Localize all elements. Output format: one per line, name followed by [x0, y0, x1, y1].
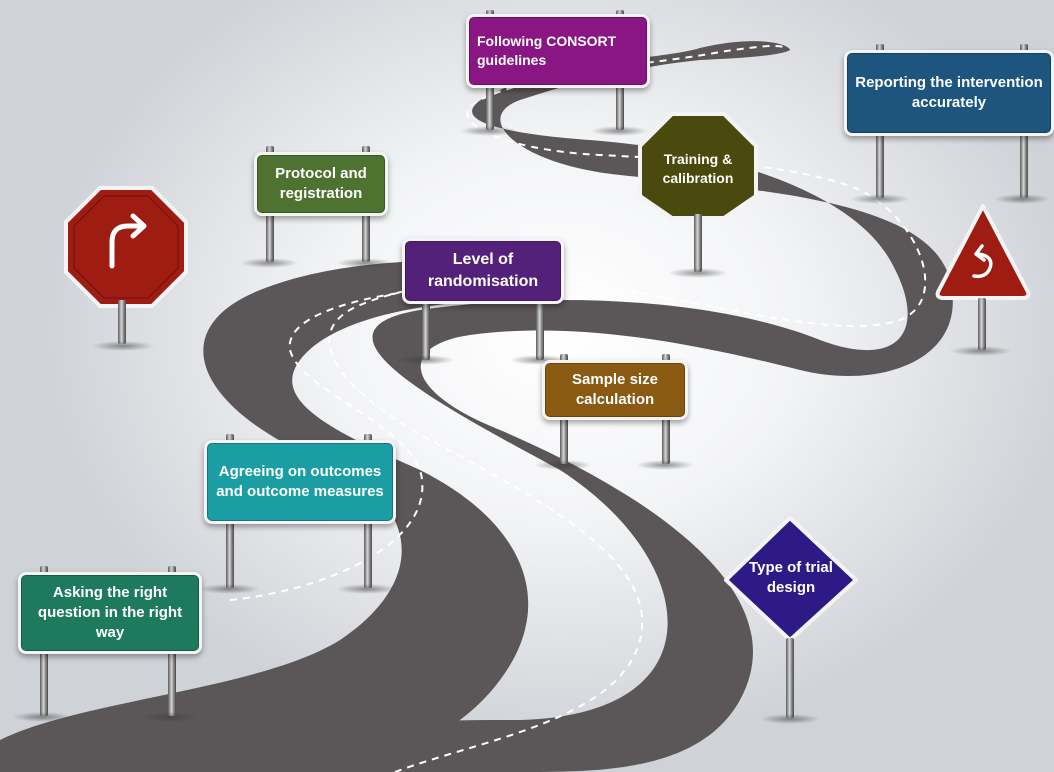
sign-consort-label: Following CONSORT guidelines: [477, 33, 617, 68]
post-shadow: [760, 714, 820, 724]
sign-sample: Sample size calculation: [542, 360, 688, 420]
sign-asking-label: Asking the right question in the right w…: [37, 583, 183, 642]
u-turn-arrow-icon: [972, 244, 993, 279]
post-shadow: [950, 346, 1012, 356]
warning-triangle: [935, 204, 1031, 300]
training-octagon: [638, 112, 758, 220]
sign-post: [694, 214, 702, 272]
post-shadow: [92, 341, 154, 351]
post-shadow: [460, 126, 518, 136]
road-center-line: [328, 44, 927, 772]
post-shadow: [636, 460, 694, 470]
stop-octagon: [64, 186, 188, 308]
post-shadow: [198, 584, 260, 594]
post-shadow: [850, 194, 910, 204]
road-edge-line: [229, 289, 424, 601]
post-shadow: [668, 268, 728, 278]
post-shadow: [510, 355, 568, 365]
sign-consort: Following CONSORT guidelines: [466, 14, 650, 88]
post-shadow: [12, 712, 72, 722]
post-shadow: [396, 355, 454, 365]
sign-trial: Type of trial design: [736, 548, 846, 608]
sign-trial-label: Type of trial design: [749, 558, 833, 596]
winding-road: [60, 41, 953, 772]
sign-asking: Asking the right question in the right w…: [18, 572, 202, 654]
sign-training: Training & calibration: [648, 138, 748, 200]
sign-post: [786, 638, 794, 718]
post-shadow: [590, 126, 648, 136]
sign-training-label: Training & calibration: [662, 151, 734, 186]
sign-level: Level of randomisation: [402, 238, 564, 304]
sign-post: [118, 300, 126, 344]
sign-protocol: Protocol and registration: [254, 152, 388, 216]
sign-reporting: Reporting the intervention accurately: [844, 50, 1054, 136]
post-shadow: [336, 258, 394, 268]
post-shadow: [534, 460, 592, 470]
sign-agreeing: Agreeing on outcomes and outcome measure…: [204, 440, 396, 524]
sign-post: [536, 300, 544, 360]
sign-sample-label: Sample size calculation: [572, 370, 658, 408]
post-shadow: [140, 712, 200, 722]
sign-agreeing-label: Agreeing on outcomes and outcome measure…: [216, 462, 384, 500]
sign-post: [978, 298, 986, 350]
sign-post: [422, 300, 430, 360]
post-shadow: [994, 194, 1050, 204]
post-shadow: [240, 258, 298, 268]
sign-reporting-label: Reporting the intervention accurately: [855, 73, 1043, 111]
sign-level-label: Level of randomisation: [427, 251, 539, 290]
turn-right-arrow-icon: [109, 213, 147, 269]
road-left-sweep: [0, 260, 529, 772]
post-shadow: [336, 584, 398, 594]
sign-protocol-label: Protocol and registration: [275, 164, 367, 202]
